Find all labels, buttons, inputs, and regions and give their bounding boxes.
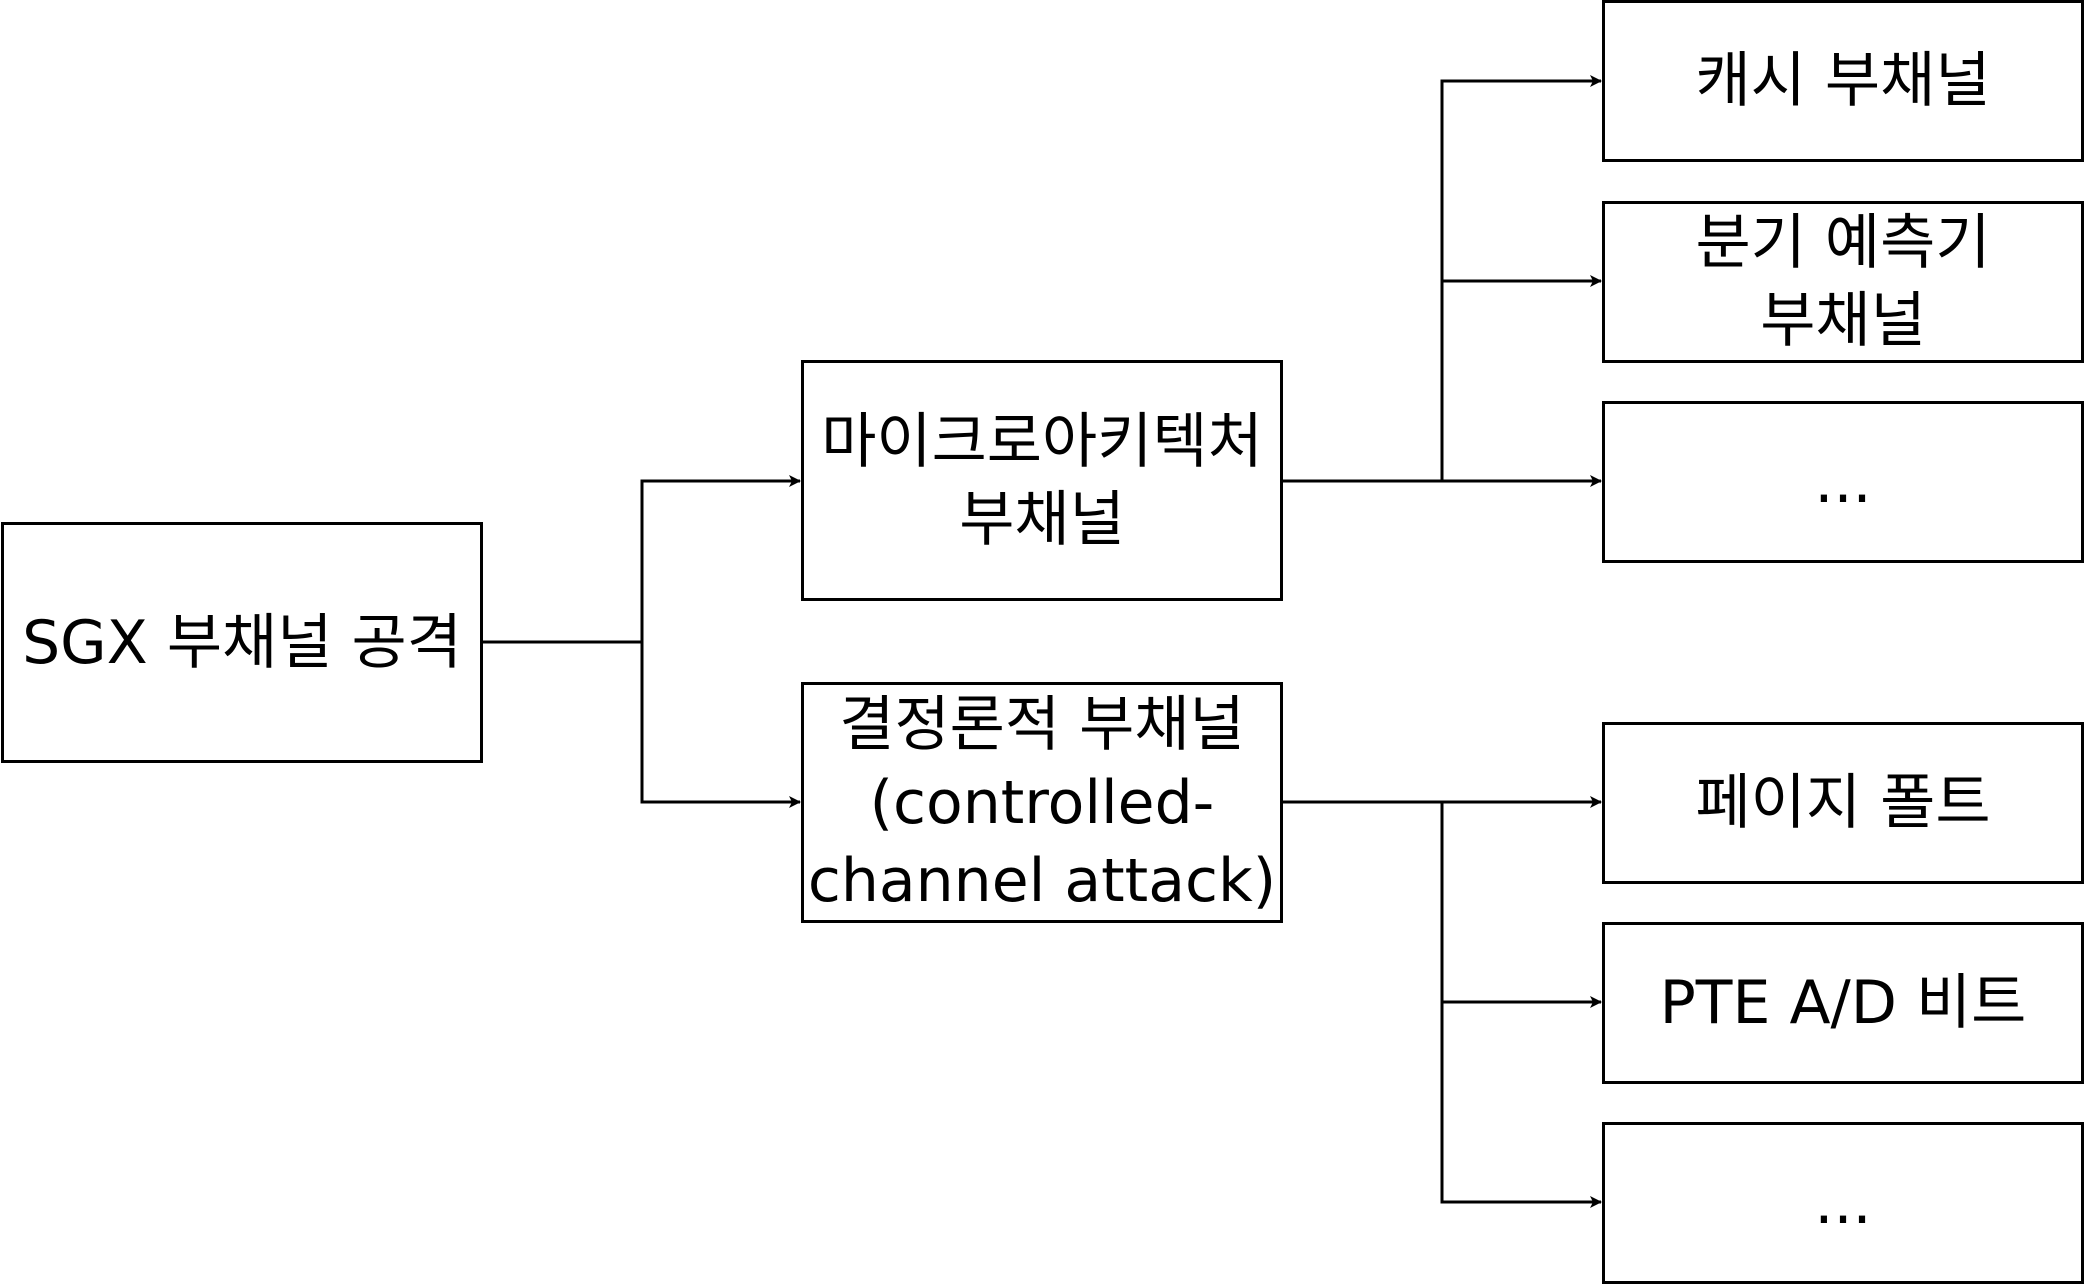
edge-deterministic-to-more [1440, 1002, 1602, 1208]
node-sgx-side-channel-attack: SGX 부채널 공격 [1, 522, 483, 763]
edge-micro-to-branch [1440, 275, 1602, 481]
node-deterministic-ellipsis: ... [1602, 1122, 2084, 1284]
node-label: 결정론적 부채널 (controlled- channel attack) [807, 689, 1277, 916]
node-pte-ad-bit: PTE A/D 비트 [1602, 922, 2084, 1084]
node-branch-predictor-side-channel: 분기 예측기 부채널 [1602, 201, 2084, 363]
node-label: 분기 예측기 부채널 [1695, 208, 1991, 356]
edge-root-to-micro [483, 475, 801, 644]
node-label: ... [1814, 1168, 1872, 1238]
node-label: 마이크로아키텍처 부채널 [821, 406, 1263, 555]
node-micro-ellipsis: ... [1602, 401, 2084, 563]
edge-deterministic-to-pte [1440, 802, 1602, 1008]
node-label: SGX 부채널 공격 [22, 607, 462, 678]
node-label: PTE A/D 비트 [1659, 968, 2027, 1038]
edge-root-to-deterministic [483, 640, 801, 808]
node-page-fault: 페이지 폴트 [1602, 722, 2084, 884]
node-label: 캐시 부채널 [1695, 46, 1991, 116]
node-cache-side-channel: 캐시 부채널 [1602, 0, 2084, 162]
node-deterministic-side-channel: 결정론적 부채널 (controlled- channel attack) [801, 682, 1283, 923]
node-label: 페이지 폴트 [1695, 768, 1991, 838]
node-microarchitecture-side-channel: 마이크로아키텍처 부채널 [801, 360, 1283, 601]
node-label: ... [1814, 447, 1872, 517]
